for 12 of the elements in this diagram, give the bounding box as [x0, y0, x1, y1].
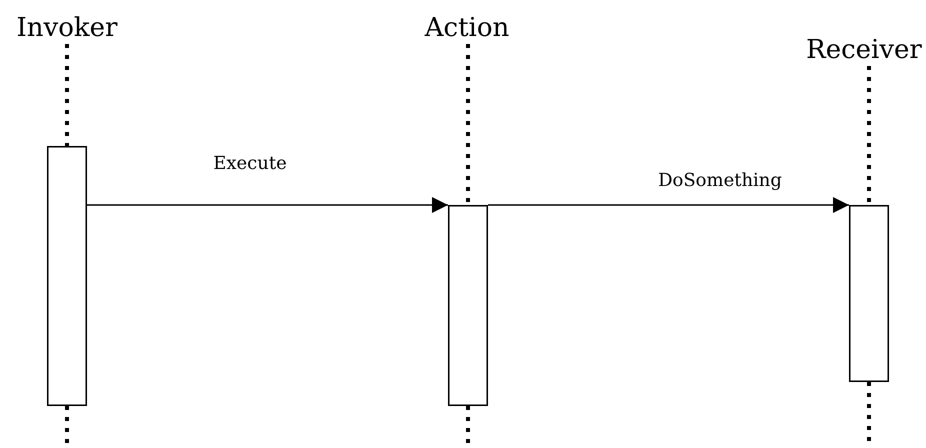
edge-label: DoSomething — [658, 170, 782, 192]
participant-name: Invoker — [7, 12, 127, 44]
lifeline — [466, 44, 470, 205]
activation-bar — [448, 205, 488, 406]
activation-bar — [849, 205, 889, 382]
message-arrow — [87, 197, 448, 213]
message-arrow — [488, 197, 849, 213]
lifeline — [65, 44, 69, 146]
activation-bar — [47, 146, 87, 406]
participant-name: Receiver — [804, 34, 924, 66]
participant-name: Action — [407, 12, 527, 44]
lifeline — [867, 66, 871, 205]
